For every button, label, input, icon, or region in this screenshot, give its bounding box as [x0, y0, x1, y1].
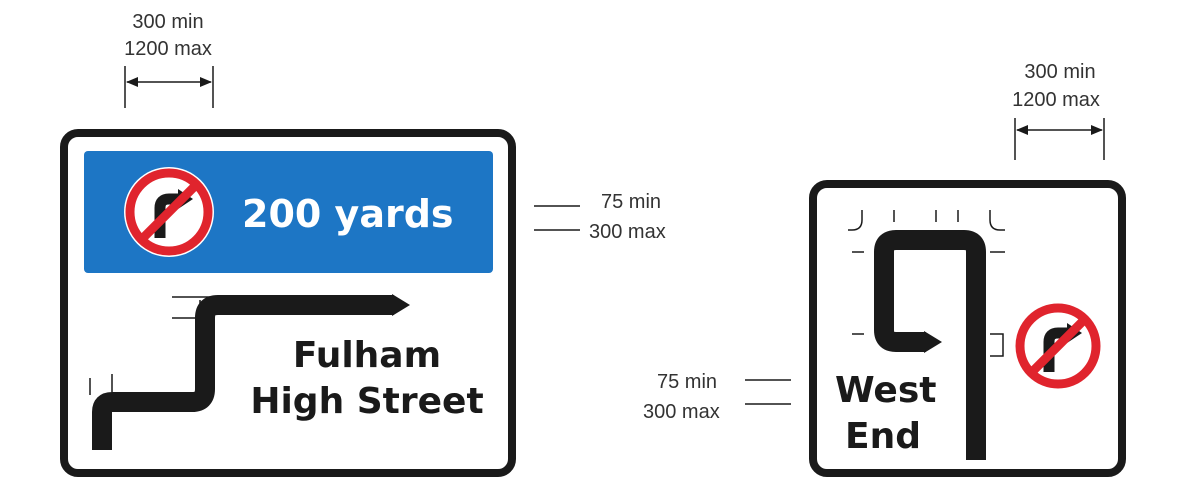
right-dim-max-label: 1200 max [1012, 89, 1100, 111]
left-gap-max-label: 300 max [589, 221, 666, 243]
route-diagram-right [874, 230, 986, 460]
right-gap-dimension: 75 min 300 max [643, 371, 791, 423]
left-gap-dimension: 75 min 300 max [534, 191, 666, 243]
right-width-dimension: 300 min 1200 max [1012, 61, 1105, 160]
sign-fulham: 200 yards Fulham High Street [60, 129, 516, 477]
no-right-turn-icon [1013, 301, 1103, 391]
left-gap-min-label: 75 min [601, 191, 661, 213]
panel-distance-text: 200 yards [242, 192, 454, 236]
no-right-turn-icon [124, 167, 214, 257]
junction-stubs [848, 210, 1005, 357]
right-gap-min-label: 75 min [657, 371, 717, 393]
right-dim-min-label: 300 min [1024, 61, 1095, 83]
route-diagram-left [89, 294, 410, 450]
sign-west-end: West End [809, 180, 1126, 477]
destination-fulham-line2: High Street [250, 381, 483, 422]
destination-west-end-line2: End [845, 416, 921, 457]
destination-fulham-line1: Fulham [293, 335, 441, 376]
left-width-dimension: 300 min 1200 max [124, 11, 214, 108]
destination-west-end-line1: West [835, 370, 936, 411]
left-dim-max-label: 1200 max [124, 38, 212, 60]
left-dim-min-label: 300 min [132, 11, 203, 33]
right-gap-max-label: 300 max [643, 401, 720, 423]
